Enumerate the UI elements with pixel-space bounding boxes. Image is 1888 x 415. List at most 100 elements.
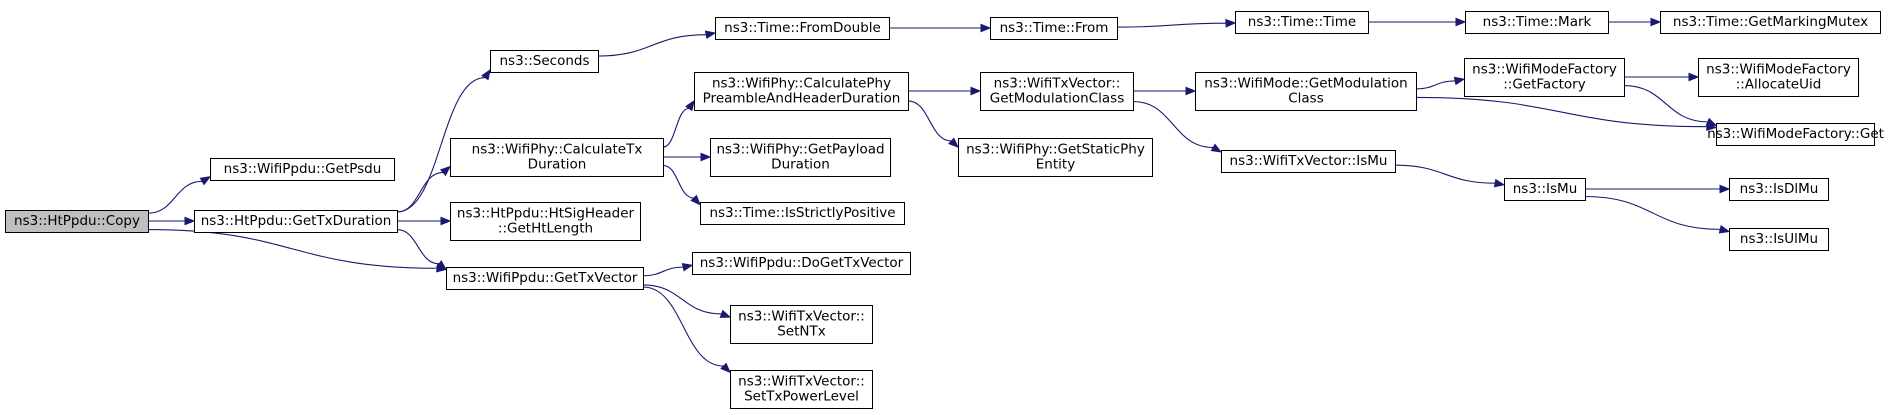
node-is-mu[interactable]: ns3::IsMu (1504, 178, 1586, 201)
node-calc-preamble[interactable]: ns3::WifiPhy::CalculatePhyPreambleAndHea… (694, 72, 909, 111)
node-box[interactable] (1716, 123, 1875, 146)
node-strictly-positive[interactable]: ns3::Time::IsStrictlyPositive (700, 202, 905, 225)
node-label: ns3::WifiPhy::CalculateTx (472, 142, 643, 158)
arrowhead-txv_is_mu (1210, 143, 1223, 153)
node-box[interactable] (1235, 11, 1369, 34)
node-get-tx-vector[interactable]: ns3::WifiPpdu::GetTxVector (446, 267, 644, 290)
node-box[interactable] (210, 158, 395, 181)
arrowhead-is_dl_mu (1719, 184, 1731, 194)
node-box[interactable] (700, 202, 905, 225)
edge-calc_tx_duration-to-calc_preamble (662, 107, 690, 148)
node-box[interactable] (990, 17, 1118, 40)
node-box[interactable] (980, 72, 1134, 111)
arrowhead-payload_duration (700, 152, 712, 162)
node-box[interactable] (194, 210, 398, 233)
node-do-get-tx-vector[interactable]: ns3::WifiPpdu::DoGetTxVector (692, 252, 911, 275)
node-txv-is-mu[interactable]: ns3::WifiTxVector::IsMu (1221, 150, 1396, 173)
node-box[interactable] (1195, 72, 1417, 111)
node-time-time[interactable]: ns3::Time::Time (1235, 11, 1369, 34)
node-box[interactable] (1504, 178, 1586, 201)
node-box[interactable] (1465, 11, 1609, 34)
nodes-layer: ns3::HtPpdu::Copyns3::WifiPpdu::GetPsdun… (5, 11, 1884, 409)
node-label: ns3::HtPpdu::HtSigHeader (457, 206, 635, 222)
node-box[interactable] (446, 267, 644, 290)
arrowhead-ht_sig_len (440, 216, 452, 226)
node-box[interactable] (692, 252, 911, 275)
node-time-mark[interactable]: ns3::Time::Mark (1465, 11, 1609, 34)
arrowhead-marking_mutex (1650, 17, 1662, 27)
edge-mod_class-to-txv_is_mu (1132, 100, 1214, 149)
edge-seconds-to-from_double (597, 34, 707, 57)
node-box[interactable] (1660, 11, 1881, 34)
node-time-from[interactable]: ns3::Time::From (990, 17, 1118, 40)
arrowhead-mode_mod_class (1185, 86, 1197, 96)
node-box[interactable] (1221, 150, 1396, 173)
node-label: ns3::WifiModeFactory::Get (1707, 126, 1884, 142)
node-label: ::GetFactory (1503, 77, 1585, 93)
edge-get_tx_duration-to-seconds (396, 76, 486, 213)
node-label: ns3::WifiPhy::GetPayload (716, 142, 884, 158)
node-label: ns3::WifiModeFactory (1706, 62, 1851, 78)
node-box[interactable] (1729, 228, 1829, 251)
node-box[interactable] (715, 17, 890, 40)
node-box[interactable] (710, 138, 891, 177)
node-set-tx-power[interactable]: ns3::WifiTxVector::SetTxPowerLevel (730, 370, 873, 409)
node-ht-sig-len[interactable]: ns3::HtPpdu::HtSigHeader::GetHtLength (450, 202, 641, 241)
node-from-double[interactable]: ns3::Time::FromDouble (715, 17, 890, 40)
node-label: ns3::Time::Time (1248, 14, 1356, 30)
arrowhead-from_double (704, 30, 717, 40)
arrowhead-strictly_positive (690, 194, 701, 206)
node-get-psdu[interactable]: ns3::WifiPpdu::GetPsdu (210, 158, 395, 181)
node-label: ns3::IsUlMu (1740, 231, 1818, 247)
node-mode-mod-class[interactable]: ns3::WifiMode::GetModulationClass (1195, 72, 1417, 111)
arrowhead-time_mark (1455, 17, 1467, 27)
edge-get_tx_vector-to-do_get_tx_vector (642, 266, 684, 277)
arrowhead-seconds (481, 68, 491, 81)
edges-layer (147, 17, 1731, 374)
arrowhead-time_time (1225, 18, 1237, 28)
node-label: ns3::WifiTxVector:: (994, 76, 1121, 92)
node-mod-class[interactable]: ns3::WifiTxVector::GetModulationClass (980, 72, 1134, 111)
node-set-ntx[interactable]: ns3::WifiTxVector::SetNTx (730, 305, 873, 344)
node-box[interactable] (730, 305, 873, 344)
node-factory-get-factory[interactable]: ns3::WifiModeFactory::GetFactory (1464, 58, 1625, 97)
edge-get_tx_duration-to-calc_tx_duration (396, 171, 444, 213)
node-box[interactable] (958, 138, 1153, 177)
node-box[interactable] (490, 50, 599, 73)
node-label: ns3::WifiTxVector::IsMu (1230, 153, 1388, 169)
arrowhead-do_get_tx_vector (681, 262, 694, 272)
node-label: Duration (528, 157, 587, 173)
node-box[interactable] (450, 202, 641, 241)
node-label: ::GetHtLength (498, 221, 593, 237)
node-label: PreambleAndHeaderDuration (703, 91, 901, 107)
edge-htppdu_copy-to-get_psdu (147, 180, 203, 214)
node-box[interactable] (1464, 58, 1625, 97)
arrowhead-time_from (980, 23, 992, 33)
node-label: ns3::Time::FromDouble (724, 20, 881, 36)
node-htppdu-copy[interactable]: ns3::HtPpdu::Copy (5, 210, 149, 233)
node-label: SetTxPowerLevel (744, 389, 859, 405)
node-box[interactable] (450, 138, 664, 177)
node-factory-get[interactable]: ns3::WifiModeFactory::Get (1707, 123, 1884, 146)
arrowhead-factory_get_factory (1453, 76, 1466, 86)
node-get-tx-duration[interactable]: ns3::HtPpdu::GetTxDuration (194, 210, 398, 233)
node-box[interactable] (1729, 178, 1829, 201)
arrowhead-is_ul_mu (1718, 225, 1731, 234)
node-is-ul-mu[interactable]: ns3::IsUlMu (1729, 228, 1829, 251)
node-label: ns3::Time::GetMarkingMutex (1673, 14, 1868, 30)
node-box[interactable] (5, 210, 149, 233)
node-box[interactable] (730, 370, 873, 409)
node-allocate-uid[interactable]: ns3::WifiModeFactory::AllocateUid (1698, 58, 1859, 97)
node-label: ns3::Time::From (1000, 20, 1109, 36)
node-box[interactable] (694, 72, 909, 111)
node-box[interactable] (1698, 58, 1859, 97)
node-seconds[interactable]: ns3::Seconds (490, 50, 599, 73)
arrowhead-get_tx_vector (435, 260, 448, 271)
node-label: Duration (771, 157, 830, 173)
node-is-dl-mu[interactable]: ns3::IsDlMu (1729, 178, 1829, 201)
node-marking-mutex[interactable]: ns3::Time::GetMarkingMutex (1660, 11, 1881, 34)
edge-factory_get_factory-to-factory_get (1623, 85, 1708, 123)
